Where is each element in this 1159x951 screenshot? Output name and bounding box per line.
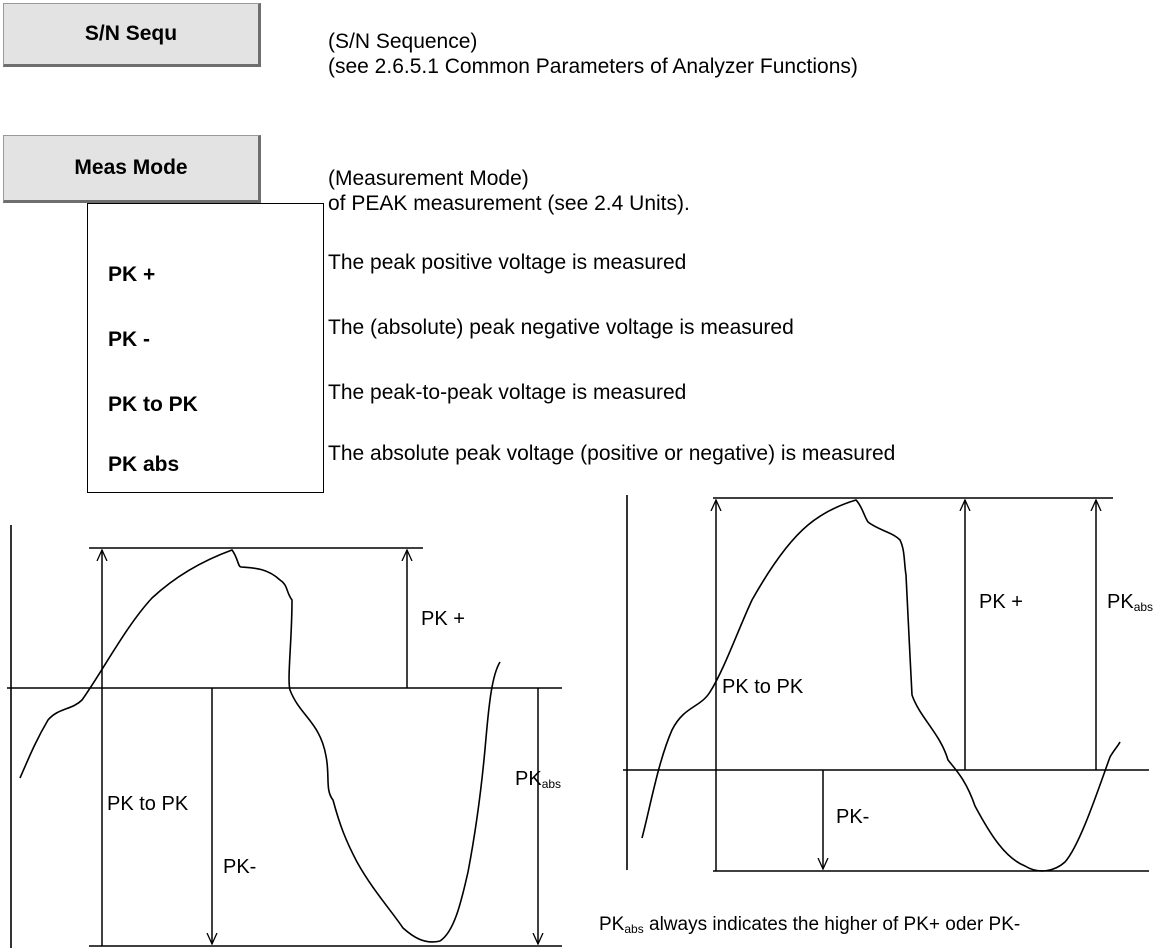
meas-mode-options-panel [87, 203, 324, 493]
right-pk-plus-label: PK + [979, 591, 1023, 613]
sn-sequ-desc-line1: (S/N Sequence) [328, 30, 478, 53]
meas-mode-label: Meas Mode [74, 156, 188, 179]
option-pk-abs[interactable]: PK abs [108, 453, 180, 476]
left-pk-abs-label: PKabs [515, 768, 561, 791]
right-waveform [641, 499, 1121, 872]
option-pk-plus[interactable]: PK + [108, 263, 156, 286]
left-pk-minus-label: PK- [223, 856, 256, 878]
sn-sequ-softkey[interactable]: S/N Sequ [3, 3, 261, 67]
option-pk-to-pk-desc: The peak-to-peak voltage is measured [328, 381, 687, 404]
right-pk-to-pk-label: PK to PK [722, 676, 804, 698]
meas-mode-description: (Measurement Mode) of PEAK measurement (… [328, 166, 690, 216]
sn-sequ-desc-line2: (see 2.6.5.1 Common Parameters of Analyz… [328, 55, 858, 78]
right-pk-abs-label: PKabs [1107, 591, 1153, 614]
sn-sequ-label: S/N Sequ [84, 22, 178, 45]
option-pk-abs-desc: The absolute peak voltage (positive or n… [328, 442, 896, 465]
left-arrows [102, 550, 538, 946]
right-footnote: PKabs always indicates the higher of PK+… [599, 914, 1020, 936]
sn-sequ-description: (S/N Sequence) (see 2.6.5.1 Common Param… [328, 29, 858, 79]
left-axes [7, 525, 562, 948]
right-arrows [716, 500, 1096, 871]
option-pk-minus-desc: The (absolute) peak negative voltage is … [328, 316, 794, 339]
option-pk-plus-desc: The peak positive voltage is measured [328, 251, 687, 274]
meas-mode-softkey[interactable]: Meas Mode [3, 135, 261, 203]
left-pk-to-pk-label: PK to PK [107, 793, 189, 815]
meas-mode-desc-line2: of PEAK measurement (see 2.4 Units). [328, 192, 690, 215]
right-axes [623, 495, 1149, 872]
option-pk-to-pk[interactable]: PK to PK [108, 393, 198, 416]
left-waveform [19, 549, 501, 943]
meas-mode-desc-line1: (Measurement Mode) [328, 167, 529, 190]
left-pk-plus-label: PK + [421, 608, 465, 630]
right-pk-minus-label: PK- [836, 806, 869, 828]
option-pk-minus[interactable]: PK - [108, 328, 150, 351]
